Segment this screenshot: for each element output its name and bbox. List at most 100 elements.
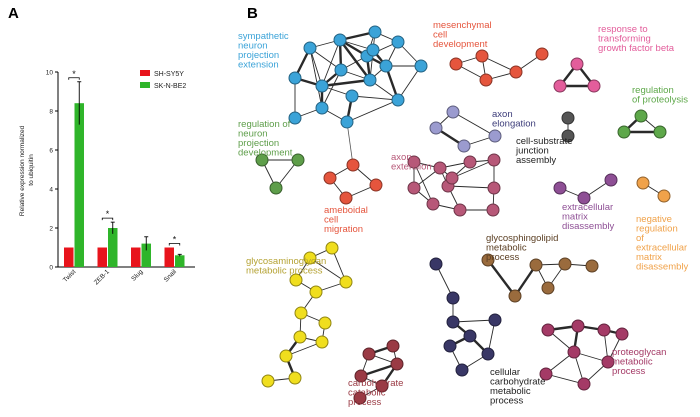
- x-tick-label-slug: Slug: [130, 268, 144, 282]
- network-node-cellular-carb: [488, 313, 502, 327]
- network-node-glycosphingolipid: [558, 257, 572, 271]
- network-node-proteoglycan: [601, 355, 615, 369]
- network-node-sympathetic: [288, 71, 302, 85]
- network-node-glycosaminoglycan: [339, 275, 353, 289]
- x-tick-label-zeb-1: ZEB-1: [93, 268, 111, 286]
- y-tick-label: 2: [49, 225, 53, 232]
- legend-swatch-sk-n-be2: [140, 82, 150, 88]
- network-node-carb-catabolic: [386, 339, 400, 353]
- significance-bracket: [101, 217, 114, 221]
- cluster-label-line: neuron: [238, 41, 268, 52]
- network-node-axon-ext: [445, 171, 459, 185]
- cluster-label-line: regulation: [636, 224, 678, 235]
- network-node-sympathetic: [366, 43, 380, 57]
- network-node-cellular-carb: [481, 347, 495, 361]
- network-edge: [447, 185, 495, 189]
- legend-label-sk-n-be2: SK-N-BE2: [154, 83, 186, 90]
- network-node-cellular-carb: [446, 291, 460, 305]
- cluster-label-line: junction: [515, 146, 549, 157]
- cluster-label-line: process: [490, 396, 524, 407]
- network-node-ameboidal: [346, 158, 360, 172]
- cluster-label-line: metabolic process: [246, 266, 323, 277]
- network-node-sympathetic: [414, 59, 428, 73]
- cluster-label-line: growth factor beta: [598, 43, 675, 54]
- network-node-glycosphingolipid: [481, 253, 495, 267]
- cluster-label-line: carbohydrate: [348, 378, 403, 389]
- panel-letter-a: A: [8, 5, 19, 22]
- x-tick-label-snail: Snail: [163, 268, 179, 284]
- network-edge: [452, 111, 496, 137]
- error-bars: [77, 81, 182, 257]
- cluster-label-line: of: [636, 233, 644, 244]
- network-node-cellular-carb: [429, 257, 443, 271]
- network-node-glycosaminoglycan: [289, 273, 303, 287]
- significance-star: *: [106, 209, 110, 219]
- network-node-proteolysis: [653, 125, 667, 139]
- network-node-axon-ext: [486, 203, 500, 217]
- cluster-label-line: migration: [324, 224, 363, 235]
- cluster-label-line: of proteolysis: [632, 95, 688, 106]
- cluster-label-line: assembly: [516, 155, 556, 166]
- network-node-axon-ext: [487, 181, 501, 195]
- significance-star: *: [72, 69, 76, 79]
- network-edge: [545, 373, 585, 385]
- network-nodes: [255, 25, 671, 405]
- network-node-glycosphingolipid: [541, 281, 555, 295]
- network-node-proteoglycan: [577, 377, 591, 391]
- cluster-label-line: catabolic: [348, 388, 386, 399]
- network-node-glycosaminoglycan: [279, 349, 293, 363]
- cluster-label-line: extracellular: [636, 243, 687, 254]
- network-node-sympathetic: [379, 59, 393, 73]
- network-node-axon-ext: [463, 155, 477, 169]
- network-node-axon-elong: [429, 121, 443, 135]
- network-edge: [351, 95, 399, 101]
- network-node-cell-substrate: [561, 111, 575, 125]
- network-node-ecm-dis: [553, 181, 567, 195]
- network-node-sympathetic: [315, 101, 329, 115]
- network-node-carb-catabolic: [354, 369, 368, 383]
- bar-zeb-1-sk-n-be2: [108, 228, 118, 267]
- panel-letter-b: B: [247, 5, 258, 22]
- network-node-sympathetic: [303, 41, 317, 55]
- cluster-label-line: disassembly: [562, 221, 615, 232]
- network-node-axon-ext: [407, 155, 421, 169]
- network-node-cellular-carb: [443, 339, 457, 353]
- significance-star: *: [173, 235, 177, 245]
- y-tick-label: 6: [49, 147, 53, 154]
- network-node-glycosphingolipid: [508, 289, 522, 303]
- cluster-label-line: process: [612, 366, 646, 377]
- network-node-carb-catabolic: [375, 379, 389, 393]
- cluster-label-line: cell-substrate: [516, 136, 573, 147]
- network-node-sympathetic: [391, 93, 405, 107]
- network-node-cellular-carb: [455, 363, 469, 377]
- network-node-tgfb: [553, 79, 567, 93]
- cluster-label-line: neuron: [238, 129, 268, 140]
- bar-slug-sh-sy5y: [131, 247, 141, 267]
- cluster-label-line: cell: [433, 30, 447, 41]
- network-node-sympathetic: [391, 35, 405, 49]
- cluster-label-line: axon: [391, 152, 412, 163]
- network-node-glycosphingolipid: [529, 258, 543, 272]
- network-node-neuron-reg: [291, 153, 305, 167]
- legend-label-sh-sy5y: SH-SY5Y: [154, 71, 184, 78]
- cluster-label-line: ameboidal: [324, 205, 368, 216]
- network-node-glycosaminoglycan: [318, 316, 332, 330]
- network-node-glycosaminoglycan: [261, 374, 275, 388]
- network-node-sympathetic: [340, 115, 354, 129]
- network-node-glycosaminoglycan: [294, 306, 308, 320]
- bar-snail-sh-sy5y: [164, 247, 174, 267]
- cluster-label-line: metabolic: [612, 357, 653, 368]
- network-node-ameboidal: [323, 171, 337, 185]
- y-tick-label: 4: [49, 186, 53, 193]
- cluster-label-line: extension: [238, 60, 279, 71]
